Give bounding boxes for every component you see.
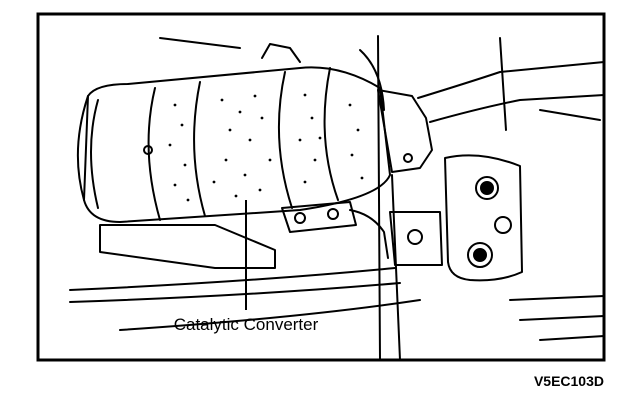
frame-rail-inner xyxy=(391,174,401,361)
pipe-lower xyxy=(429,94,605,123)
converter-tab xyxy=(281,201,357,233)
heat-shield xyxy=(261,43,301,63)
right-structure-3 xyxy=(509,295,605,301)
bracket-bolt-right xyxy=(494,216,512,234)
bracket-bolt-top-inner xyxy=(480,181,494,195)
figure-frame xyxy=(36,12,606,362)
mounting-bracket xyxy=(444,154,523,282)
pipe-upper xyxy=(417,61,605,99)
hanger-strap xyxy=(349,209,389,259)
converter-body xyxy=(83,66,391,223)
right-structure-1 xyxy=(499,37,507,131)
converter-band-2 xyxy=(193,81,206,217)
converter-band-1 xyxy=(147,87,161,221)
converter-band-3 xyxy=(277,71,293,209)
converter-inlet-ring xyxy=(90,99,99,209)
flange-bolt xyxy=(403,153,413,163)
converter-outlet-flange xyxy=(377,89,433,173)
bracket-bolt-bottom xyxy=(467,242,493,268)
floor-line-1 xyxy=(69,267,396,291)
underbody-line-top xyxy=(159,37,241,49)
frame-rail-left xyxy=(359,49,385,111)
lower-heat-shield xyxy=(99,224,276,269)
right-structure-5 xyxy=(539,335,605,341)
right-structure-2 xyxy=(539,109,601,121)
converter-texture xyxy=(168,93,364,202)
floor-line-2 xyxy=(69,282,401,303)
bracket-bolt-top xyxy=(475,176,499,200)
illustration xyxy=(69,35,605,361)
floor-line-3 xyxy=(119,299,421,331)
hanger-bolt xyxy=(407,229,423,245)
converter-inlet-hole xyxy=(143,145,153,155)
callout-label: Catalytic Converter xyxy=(174,315,319,334)
hanger-bracket xyxy=(389,211,443,266)
converter-inlet-cone xyxy=(76,95,89,201)
tab-bolt-2 xyxy=(327,208,339,220)
right-structure-4 xyxy=(519,315,605,321)
figure-code: V5EC103D xyxy=(534,373,604,389)
bracket-bolt-bottom-inner xyxy=(473,248,487,262)
tab-bolt-1 xyxy=(294,212,306,224)
converter-band-4 xyxy=(323,67,339,201)
